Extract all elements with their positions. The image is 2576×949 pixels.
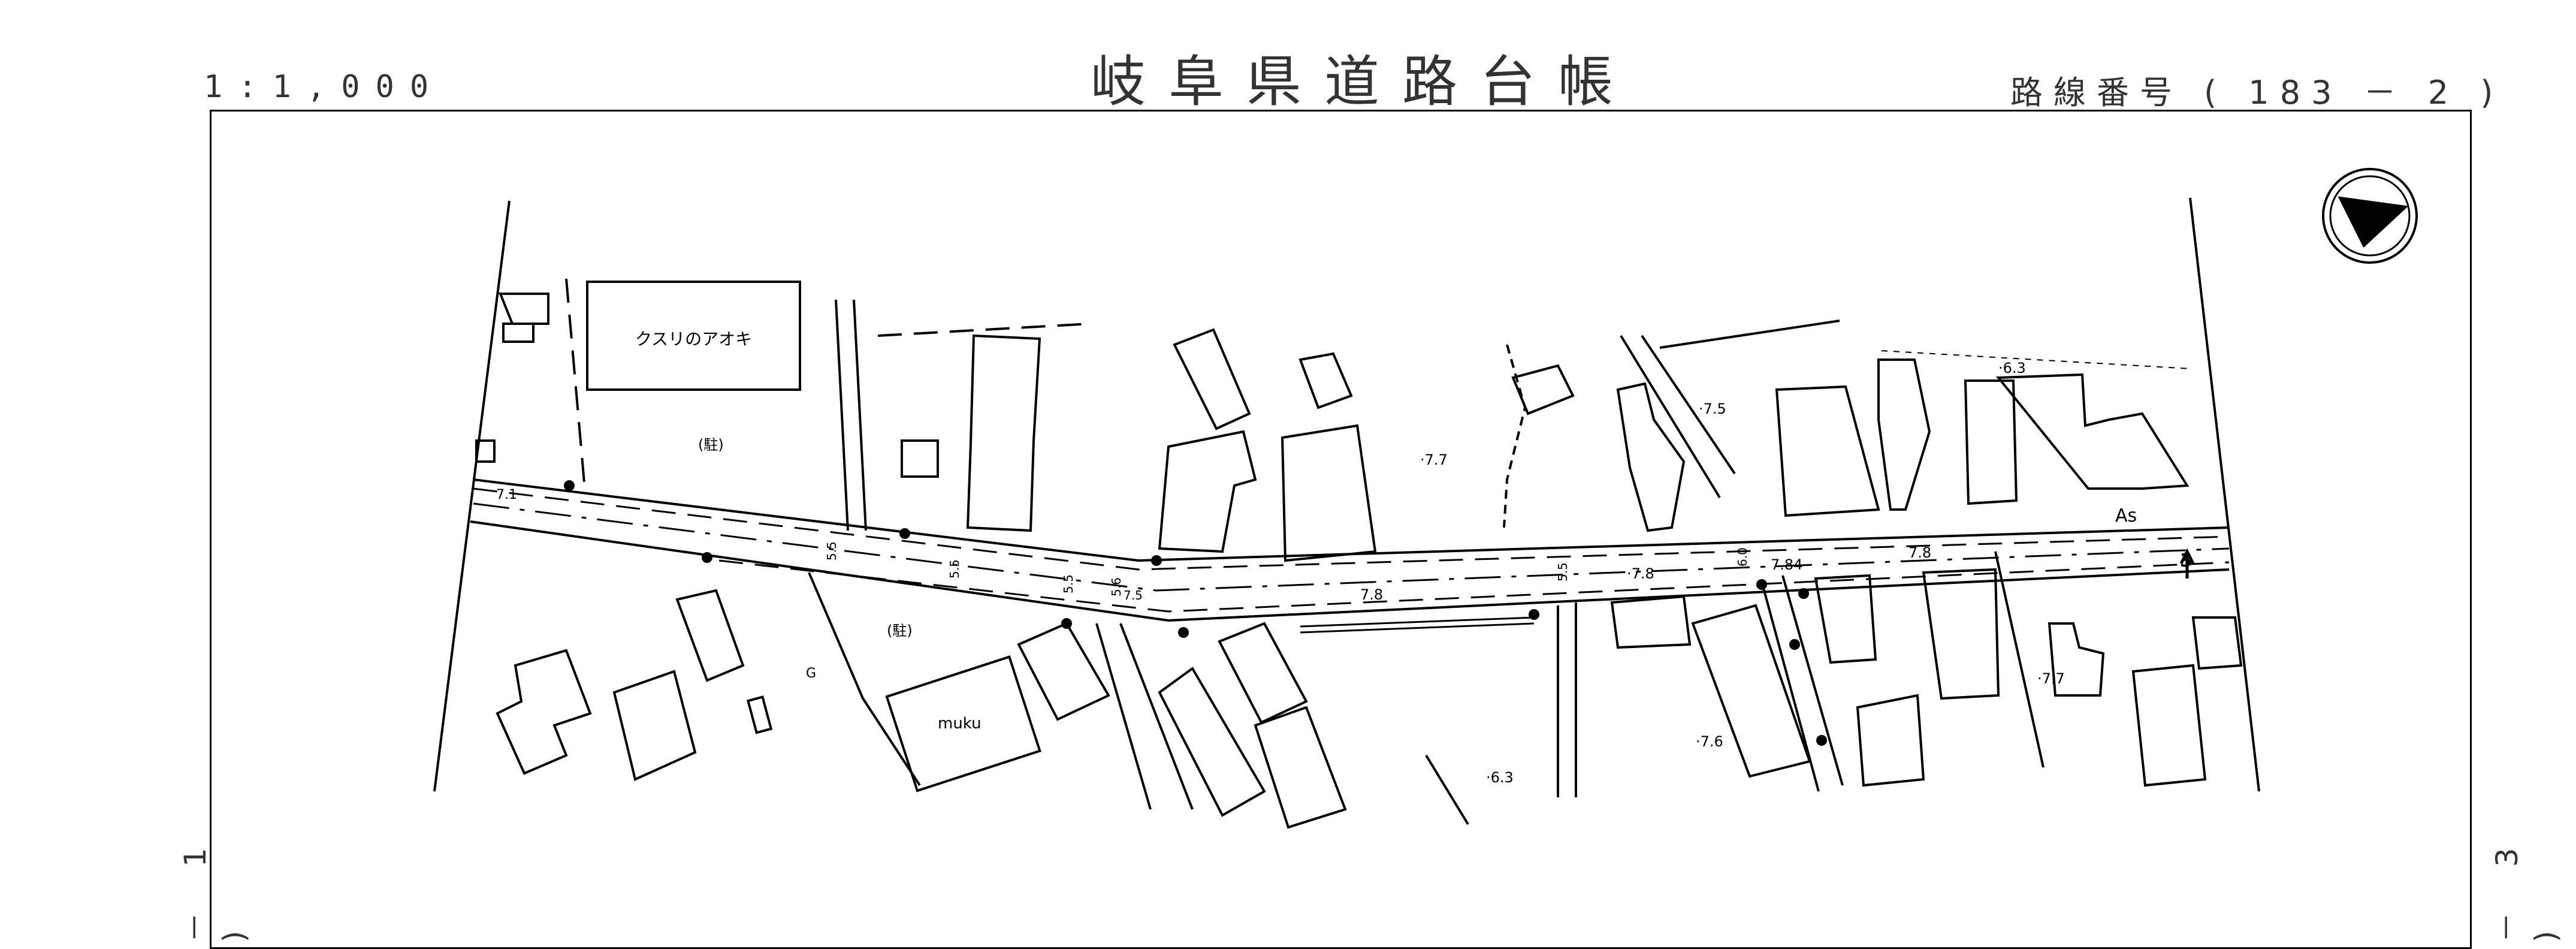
building bbox=[1173, 328, 1251, 430]
label-asphalt: As bbox=[2115, 505, 2137, 526]
elevation-7-8b: ·7.8 bbox=[1627, 565, 1654, 582]
parking-boundary bbox=[565, 278, 585, 483]
building bbox=[1964, 379, 2018, 505]
building bbox=[2191, 616, 2243, 670]
section-arrow-icon bbox=[2179, 548, 2195, 579]
map-boundary-right bbox=[2189, 197, 2260, 792]
property-line bbox=[877, 323, 1091, 337]
elevation-6-3a: ·6.3 bbox=[1998, 360, 2026, 376]
elevation-5-5b: 5.5 bbox=[947, 559, 962, 579]
property-line bbox=[1994, 551, 2045, 768]
building bbox=[1511, 364, 1575, 415]
road-centerline bbox=[473, 502, 2230, 592]
building bbox=[1281, 424, 1377, 562]
elevation-6-0: 6.0 bbox=[1735, 547, 1750, 567]
building bbox=[1877, 358, 1931, 511]
parking-lot-boundary bbox=[808, 572, 921, 787]
road-side-street bbox=[1620, 335, 1736, 499]
building bbox=[1814, 574, 1877, 664]
label-muku: muku bbox=[938, 715, 982, 733]
elevation-7-8c: 7.8 bbox=[1908, 544, 1931, 561]
building bbox=[675, 589, 745, 682]
elevation-5-6: 5.6 bbox=[1109, 577, 1124, 596]
road-side-street bbox=[835, 299, 867, 531]
route-label: 路線番号 bbox=[2010, 74, 2183, 112]
building bbox=[1856, 694, 1925, 787]
building bbox=[2131, 664, 2207, 787]
building bbox=[496, 649, 592, 775]
elevation-7-5b: 7.5 bbox=[1124, 588, 1143, 602]
building bbox=[901, 439, 939, 478]
building bbox=[1610, 595, 1692, 649]
road-side-street bbox=[1095, 623, 1194, 810]
elevation-7-7b: ·7.7 bbox=[2037, 670, 2065, 687]
label-parking-south: (駐) bbox=[887, 622, 913, 639]
road-curb-north bbox=[473, 487, 2230, 571]
building bbox=[1254, 706, 1347, 829]
elevation-7-6: ·7.6 bbox=[1696, 733, 1723, 750]
label-kusuri-no-aoki: クスリのアオキ bbox=[635, 329, 752, 349]
property-line bbox=[1659, 320, 1840, 349]
elevation-6-3b: ·6.3 bbox=[1486, 769, 1514, 786]
building bbox=[612, 670, 697, 781]
building bbox=[1017, 622, 1110, 721]
building bbox=[1995, 373, 2190, 490]
building bbox=[499, 293, 549, 325]
building-muku bbox=[885, 655, 1041, 793]
building bbox=[746, 695, 773, 734]
elevation-7-7a: ·7.7 bbox=[1420, 451, 1448, 468]
road-side-street bbox=[1557, 602, 1577, 797]
page-title: 岐阜県道路台帳 bbox=[1091, 50, 1636, 114]
building bbox=[966, 334, 1041, 532]
building bbox=[502, 323, 534, 343]
route-number: 路線番号 ( 183 － 2 ) bbox=[2010, 66, 2503, 113]
road-curb-south bbox=[718, 559, 2230, 613]
elevation-5-5c: 5.5 bbox=[1061, 574, 1076, 593]
section-marker: 3 bbox=[2180, 550, 2193, 571]
road-edge-north bbox=[473, 478, 2230, 562]
building bbox=[1922, 568, 2000, 700]
elevation-5-5a: 5.5 bbox=[825, 541, 839, 561]
elevation-7-1: 7.1 bbox=[496, 487, 517, 502]
elevation-5-5d: 5.5 bbox=[1556, 562, 1570, 582]
building bbox=[1616, 382, 1686, 532]
building bbox=[1218, 622, 1308, 724]
building bbox=[475, 439, 496, 463]
building bbox=[1775, 385, 1880, 517]
road-side-street bbox=[1425, 754, 1469, 826]
building bbox=[2047, 622, 2105, 697]
map-boundary-left bbox=[433, 200, 511, 792]
building bbox=[1158, 430, 1257, 553]
building bbox=[1298, 352, 1353, 409]
elevation-7-5: ·7.5 bbox=[1699, 400, 1726, 417]
route-value: ( 183 － 2 ) bbox=[2204, 74, 2504, 112]
map-scale: 1:1,000 bbox=[204, 69, 445, 105]
building-aoki bbox=[586, 281, 801, 391]
building bbox=[1158, 667, 1266, 817]
road-side-street bbox=[1760, 575, 1844, 792]
elevation-7-8a: 7.8 bbox=[1360, 586, 1383, 603]
label-parking-north: (駐) bbox=[698, 436, 724, 453]
label-ground: G bbox=[806, 666, 816, 681]
elevation-7-84: 7.84 bbox=[1771, 556, 1802, 573]
north-arrow-icon bbox=[2322, 168, 2418, 264]
property-line bbox=[1881, 350, 2191, 369]
fence bbox=[1503, 344, 1527, 528]
guard-rail bbox=[1300, 616, 1535, 634]
